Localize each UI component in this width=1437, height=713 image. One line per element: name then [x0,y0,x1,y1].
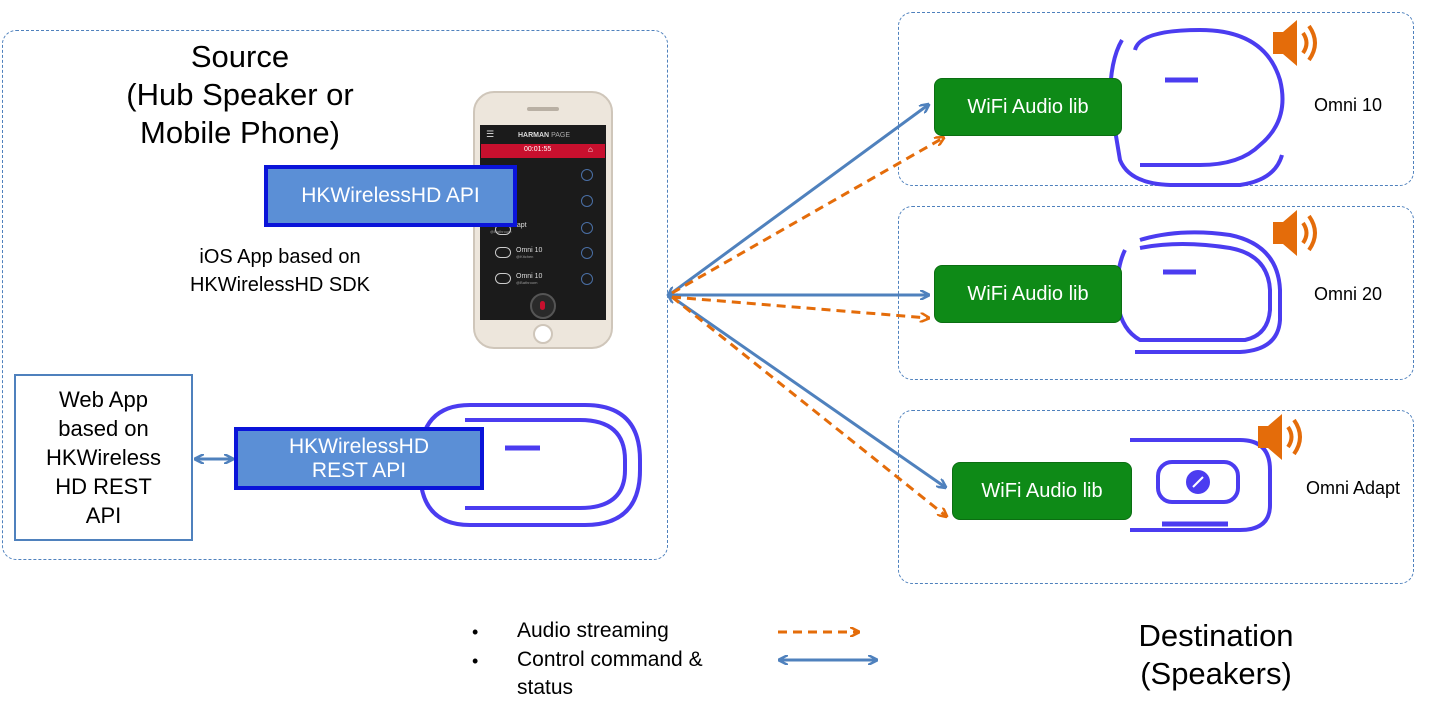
control-arrow-omni-10 [669,105,928,295]
mic-icon[interactable] [581,169,593,181]
mic-icon[interactable] [581,247,593,259]
source-title: Source (Hub Speaker or Mobile Phone) [80,38,400,152]
web-app-line: HKWireless [46,445,161,470]
phone-row[interactable]: Omni 10 @Kitchen [516,247,596,259]
phone-row-room: @Bathroom [516,280,538,285]
ios-app-label: iOS App based on HKWirelessHD SDK [130,243,430,299]
legend-control-label: Control command & status [517,646,703,702]
ios-app-line2: HKWirelessHD SDK [189,274,371,296]
source-title-line1: Source [190,39,290,74]
mobile-phone [473,91,613,349]
legend-bullet: • [472,651,479,671]
phone-brand: HARMAN PAGE [518,132,570,139]
legend-control-line2: status [517,676,574,699]
legend-bullet: • [472,622,479,642]
source-title-line3: Mobile Phone) [140,115,340,150]
wifi-audio-lib-label: WiFi Audio lib [967,95,1089,118]
rest-api-line2: REST API [311,458,407,482]
destination-title-line1: Destination [1138,618,1294,653]
phone-row-name: Omni 10 [516,273,543,280]
web-app-line: API [85,503,122,528]
source-title-line2: (Hub Speaker or [126,77,354,112]
omni-adapt-speaker-icon [1130,438,1272,532]
wifi-audio-lib-omni-10: WiFi Audio lib [934,78,1122,136]
destination-title: Destination (Speakers) [1096,617,1336,693]
omni-10-sound-icon [1273,20,1317,66]
hkwirelesshd-api-box: HKWirelessHD API [264,165,517,227]
audio-arrow-omni-adapt [671,295,946,516]
phone-row-room: @Kitchen [516,254,534,259]
mic-icon[interactable] [581,222,593,234]
record-button[interactable] [530,293,556,319]
rest-api-line1: HKWirelessHD [288,434,429,458]
wifi-audio-lib-label: WiFi Audio lib [967,282,1089,305]
omni-20-sound-icon [1273,210,1317,256]
web-app-line: Web App [59,387,148,412]
phone-timer: 00:01:55 [524,146,552,153]
speaker-thumb-icon [495,247,511,258]
audio-arrow-omni-20 [671,295,928,318]
record-mic-icon [540,301,545,310]
hkwirelesshd-api-label: HKWirelessHD API [301,184,480,207]
mic-icon[interactable] [581,195,593,207]
phone-brand-suffix: PAGE [551,132,570,139]
omni-10-speaker-icon [1107,27,1285,187]
web-app-box: Web App based on HKWireless HD REST API [14,374,193,541]
web-app-line: based on [58,416,149,441]
web-app-line: HD REST [55,474,152,499]
legend-control-line1: Control command & [517,648,703,671]
omni-adapt-sound-icon [1258,414,1302,460]
control-arrow-omni-adapt [669,295,945,487]
rest-api-box: HKWirelessHD REST API [234,427,484,490]
home-icon: ⌂ [588,145,593,154]
destination-title-line2: (Speakers) [1140,656,1292,691]
phone-row-name: Omni 10 [516,247,543,254]
wifi-audio-lib-omni-20: WiFi Audio lib [934,265,1122,323]
menu-icon: ☰ [486,129,495,139]
phone-brand-name: HARMAN [518,132,550,139]
legend-audio-label: Audio streaming [517,619,669,642]
audio-arrow-omni-10 [671,138,943,295]
speaker-container-omni-adapt [898,410,1414,584]
wifi-audio-lib-label: WiFi Audio lib [981,479,1103,502]
ios-app-line1: iOS App based on [199,246,361,268]
speaker-name-omni-10: Omni 10 [1314,95,1383,115]
speaker-name-omni-adapt: Omni Adapt [1306,478,1401,498]
phone-row[interactable]: Omni 10 @Bathroom [516,273,596,285]
speaker-thumb-icon [495,273,511,284]
omni-20-speaker-icon [1115,230,1282,354]
wifi-audio-lib-omni-adapt: WiFi Audio lib [952,462,1132,520]
speaker-name-omni-20: Omni 20 [1314,284,1383,304]
mic-icon[interactable] [581,273,593,285]
